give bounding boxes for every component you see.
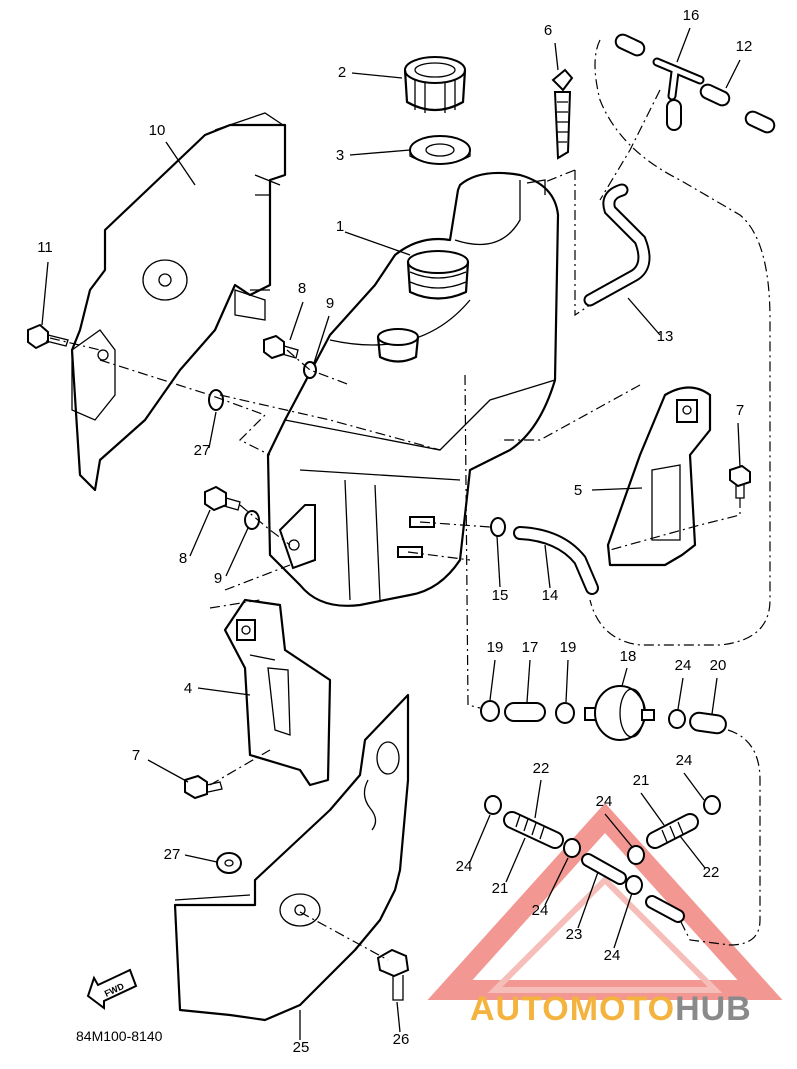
svg-text:AUTOMOTOHUB: AUTOMOTOHUB — [470, 990, 752, 1028]
callout-20: 20 — [710, 657, 727, 674]
fuel-tank-part — [266, 171, 560, 607]
callout-17: 17 — [522, 639, 539, 656]
callout-22: 22 — [703, 864, 720, 881]
tee-fitting-16-part — [652, 57, 705, 101]
bolt-8-upper-part — [263, 334, 299, 360]
fuel-filter-18-part — [584, 685, 655, 741]
rear-bracket-part — [606, 386, 712, 567]
callout-4: 4 — [184, 680, 192, 697]
washer-27-upper-part — [208, 389, 224, 411]
callout-24: 24 — [604, 947, 621, 964]
callout-26: 26 — [393, 1031, 410, 1048]
callout-1: 1 — [336, 218, 344, 235]
callout-2: 2 — [338, 64, 346, 81]
callout-5: 5 — [574, 482, 582, 499]
callout-9: 9 — [214, 570, 222, 587]
callout-3: 3 — [336, 147, 344, 164]
upper-side-cover-part — [70, 112, 287, 492]
hose-22-right-part — [646, 813, 699, 849]
joint-23-part — [581, 853, 627, 885]
brand-text-secondary: HUB — [675, 990, 752, 1028]
watermark-brand: AUTOMOTOHUB — [470, 990, 752, 1028]
fuel-hose-14-part — [513, 526, 599, 595]
vent-hose-13-part — [583, 183, 651, 307]
callout-8: 8 — [179, 550, 187, 567]
callout-24: 24 — [596, 793, 613, 810]
lower-side-cover-part — [173, 693, 410, 1022]
bolt-7-right-part — [729, 464, 751, 499]
callout-24: 24 — [532, 902, 549, 919]
callout-24: 24 — [456, 858, 473, 875]
hose-end-lower-part — [645, 895, 685, 923]
callout-16: 16 — [683, 7, 700, 24]
clamps-24-lower-group — [484, 795, 721, 895]
bolt-11-part — [27, 323, 69, 350]
clamp-24-top-part — [668, 709, 686, 729]
callout-8: 8 — [298, 280, 306, 297]
fuel-cap-part — [403, 56, 467, 113]
hose-17-part — [504, 702, 546, 722]
callout-27: 27 — [194, 442, 211, 459]
washer-9-upper-part — [303, 361, 317, 379]
callout-24: 24 — [676, 752, 693, 769]
bolt-7-lower-part — [184, 774, 223, 800]
front-bracket-part — [223, 598, 332, 787]
callout-19: 19 — [560, 639, 577, 656]
clamp-19-left-part — [480, 700, 500, 722]
clamp-19-right-part — [555, 702, 575, 724]
bolt-26-part — [376, 948, 410, 1001]
washer-27-lower-part — [216, 852, 242, 874]
callout-7: 7 — [132, 747, 140, 764]
bolt-8-lower-part — [204, 485, 241, 512]
watermark-triangle-icon — [427, 803, 783, 1000]
clamp-15-part — [490, 517, 506, 537]
callout-21: 21 — [633, 772, 650, 789]
callout-23: 23 — [566, 926, 583, 943]
drawing-code-label: 84M100-8140 — [76, 1028, 163, 1044]
assembly-lines — [49, 39, 771, 961]
hose-20-part — [689, 711, 727, 735]
callout-12: 12 — [736, 38, 753, 55]
callout-15: 15 — [492, 587, 509, 604]
brand-text-primary: AUTOMOTO — [470, 990, 675, 1028]
washer-9-lower-part — [244, 510, 260, 530]
callout-25: 25 — [293, 1039, 310, 1056]
hose-22-left-part — [503, 811, 564, 849]
clip-6-part — [551, 68, 574, 160]
callout-13: 13 — [657, 328, 674, 345]
callout-22: 22 — [533, 760, 550, 777]
leader-lines — [41, 27, 741, 1040]
hose-12-pieces — [614, 33, 776, 134]
callout-6: 6 — [544, 22, 552, 39]
forward-arrow-icon: FWD — [86, 968, 138, 1010]
callout-24: 24 — [675, 657, 692, 674]
callout-21: 21 — [492, 880, 509, 897]
callout-14: 14 — [542, 587, 559, 604]
callout-27: 27 — [164, 846, 181, 863]
cap-gasket-part — [409, 135, 471, 165]
callout-9: 9 — [326, 295, 334, 312]
callout-11: 11 — [37, 239, 53, 256]
callout-7: 7 — [736, 402, 744, 419]
callout-18: 18 — [620, 648, 637, 665]
callout-19: 19 — [487, 639, 504, 656]
callout-10: 10 — [149, 122, 166, 139]
